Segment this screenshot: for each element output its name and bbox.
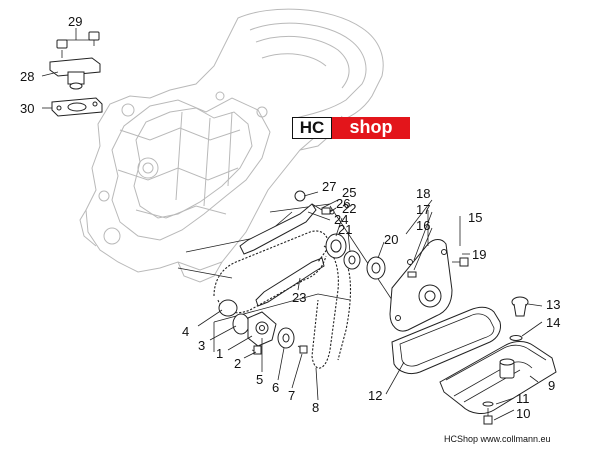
callout-7: 7: [288, 388, 295, 403]
chain-tensioner-assembly: [49, 31, 103, 117]
callout-26: 26: [336, 196, 350, 211]
callout-17: 17: [416, 202, 430, 217]
sprocket-upper: [325, 233, 361, 270]
drain-plug: [482, 401, 494, 425]
callout-numbers: 29 28 30 27 25 26 22 24 21 20 18 17 16 1…: [20, 14, 560, 421]
exploded-frame: [177, 203, 393, 352]
dipstick: [509, 296, 529, 341]
callout-18: 18: [416, 186, 430, 201]
callout-13: 13: [546, 297, 560, 312]
logo-shop-text: shop: [332, 117, 410, 139]
callout-6: 6: [272, 380, 279, 395]
callout-leaders: [41, 28, 543, 421]
callout-21: 21: [338, 222, 352, 237]
callout-2: 2: [234, 356, 241, 371]
callout-22: 22: [342, 201, 356, 216]
callout-4: 4: [182, 324, 189, 339]
callout-10: 10: [516, 406, 530, 421]
callout-15: 15: [468, 210, 482, 225]
callout-12: 12: [368, 388, 382, 403]
callout-8: 8: [312, 400, 319, 415]
pump-gear: [366, 256, 386, 280]
callout-24: 24: [334, 212, 348, 227]
callout-3: 3: [198, 338, 205, 353]
callout-5: 5: [256, 372, 263, 387]
oil-pump-plate: [389, 239, 469, 332]
callout-20: 20: [384, 232, 398, 247]
logo-hc-text: HC: [292, 117, 332, 139]
sump-gasket: [391, 306, 501, 375]
chain-slider: [255, 257, 325, 307]
callout-1: 1: [216, 346, 223, 361]
callout-29: 29: [68, 14, 82, 29]
callout-25: 25: [342, 185, 356, 200]
callout-14: 14: [546, 315, 560, 330]
callout-9: 9: [548, 378, 555, 393]
chain-guide-upper: [239, 190, 335, 255]
callout-16: 16: [416, 218, 430, 233]
callout-19: 19: [472, 247, 486, 262]
credit-text: HCShop www.collmann.eu: [444, 434, 551, 444]
callout-11: 11: [516, 391, 530, 406]
hcshop-logo: HC shop: [292, 117, 410, 139]
callout-27: 27: [322, 179, 336, 194]
callout-30: 30: [20, 101, 34, 116]
oil-sump-pan: [439, 341, 557, 414]
callout-23: 23: [292, 290, 306, 305]
oil-pump-assembly: [218, 299, 308, 355]
crankcase-outline: [79, 8, 384, 283]
callout-28: 28: [20, 69, 34, 84]
